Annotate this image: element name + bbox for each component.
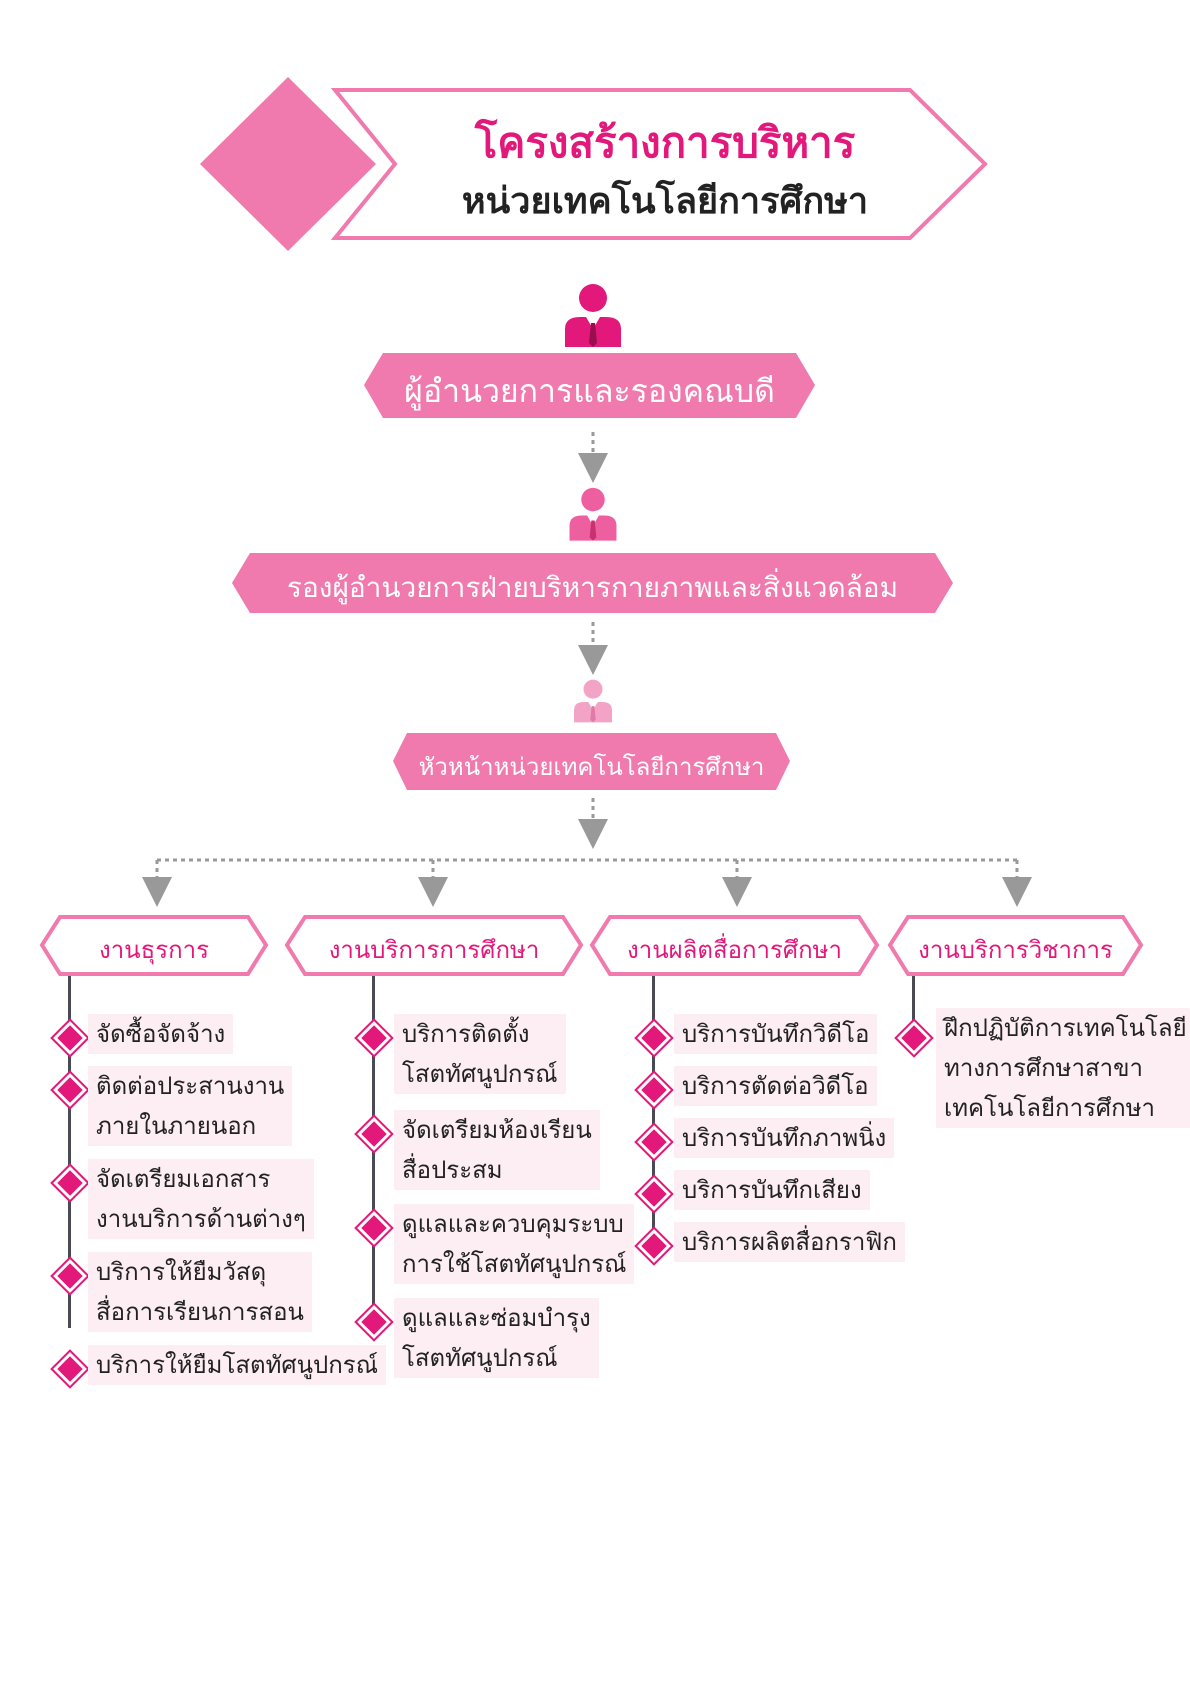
task-item: บริการให้ยืมวัสดุสื่อการเรียนการสอน [88,1252,312,1332]
task-item: จัดเตรียมห้องเรียนสื่อประสม [394,1110,600,1190]
dept-label: งานบริการการศึกษา [328,936,540,964]
title-frame [330,88,988,240]
task-item: บริการตัดต่อวิดีโอ [674,1066,877,1106]
task-item: ดูแลและซ่อมบำรุงโสตทัศนูปกรณ์ [394,1298,599,1378]
dept-4-trunk [912,976,915,1026]
dept-frame-4 [887,915,1144,976]
title-line-2: หน่วยเทคโนโลยีการศึกษา [461,181,869,222]
dept-1-trunk [68,976,71,1328]
dept-frame-3 [589,915,880,976]
level-3-label: หัวหน้าหน่วยเทคโนโลยีการศึกษา [418,753,765,781]
task-item: จัดซื้อจัดจ้าง [88,1014,234,1054]
task-item: บริการบันทึกเสียง [674,1170,870,1210]
task-item: บริการบันทึกภาพนิ่ง [674,1118,895,1158]
dept-label: งานผลิตสื่อการศึกษา [627,936,842,964]
title-line-1: โครงสร้างการบริหาร [474,118,856,167]
person-icon [574,679,612,723]
level-2-banner [232,553,953,613]
task-item: บริการติดตั้งโสตทัศนูปกรณ์ [394,1014,566,1094]
dept-frame-1 [39,915,269,976]
task-item: บริการบันทึกวิดีโอ [674,1014,878,1054]
dept-frame-2 [284,915,584,976]
task-item: ดูแลและควบคุมระบบการใช้โสตทัศนูปกรณ์ [394,1204,635,1284]
level-1-label: ผู้อำนวยการและรองคณบดี [404,372,775,410]
task-item: บริการให้ยืมโสตทัศนูปกรณ์ [88,1345,386,1385]
person-icon [565,284,621,347]
level-3-banner [393,733,790,790]
task-item: ฝึกปฏิบัติการเทคโนโลยีทางการศึกษาสาขาเทค… [936,1008,1190,1128]
dept-label: งานธุรการ [98,936,210,964]
level-1-banner [364,353,815,418]
dept-3-trunk [652,976,655,1247]
task-item: บริการผลิตสื่อกราฟิก [674,1222,905,1262]
level-2-label: รองผู้อำนวยการฝ่ายบริหารกายภาพและสิ่งแวด… [286,571,899,604]
dept-label: งานบริการวิชาการ [918,936,1113,964]
person-icon [569,487,617,541]
title-diamond [200,77,376,251]
task-item: ติดต่อประสานงานภายในภายนอก [88,1066,293,1146]
task-item: จัดเตรียมเอกสารงานบริการด้านต่างๆ [88,1159,314,1239]
